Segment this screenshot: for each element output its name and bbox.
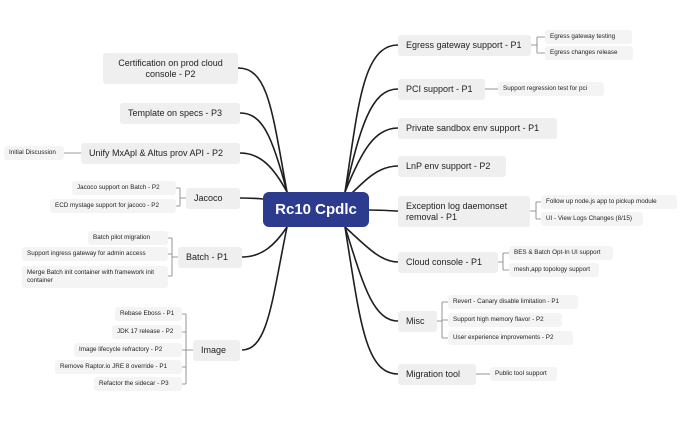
leaf-user-experience[interactable]: User experience improvements - P2 — [448, 331, 573, 345]
leaf-pci-regression[interactable]: Support regression test for pci — [498, 82, 604, 96]
leaf-ui-view-logs[interactable]: UI - View Logs Changes (8/15) — [541, 212, 643, 226]
leaf-high-memory[interactable]: Support high memory flavor - P2 — [448, 313, 562, 327]
node-exception-log[interactable]: Exception log daemonset removal - P1 — [398, 196, 530, 227]
node-egress-gateway[interactable]: Egress gateway support - P1 — [398, 35, 531, 56]
link-batch — [241, 226, 288, 258]
leaf-rebase-eboss[interactable]: Rebase Eboss - P1 — [115, 307, 182, 321]
node-unify-api[interactable]: Unify MxApl & Altus prov API - P2 — [81, 143, 240, 164]
node-batch[interactable]: Batch - P1 — [178, 247, 242, 268]
link-sandbox — [344, 127, 399, 193]
link-unify — [239, 152, 288, 193]
leaf-jdk17[interactable]: JDK 17 release - P2 — [112, 325, 182, 339]
node-jacoco[interactable]: Jacoco — [186, 188, 240, 209]
node-cloud-console[interactable]: Cloud console - P1 — [398, 252, 498, 273]
leaf-egress-testing[interactable]: Egress gateway testing — [545, 30, 632, 44]
leaf-follow-up-nodejs[interactable]: Follow up node.js app to pickup module — [541, 195, 677, 209]
link-exception — [368, 209, 399, 212]
leaf-remove-raptor[interactable]: Remove Raptor.io JRE 8 override - P1 — [55, 360, 182, 374]
node-private-sandbox[interactable]: Private sandbox env support - P1 — [398, 118, 557, 139]
node-misc[interactable]: Misc — [398, 311, 437, 332]
node-certification[interactable]: Certification on prod cloud console - P2 — [103, 53, 238, 84]
link-image — [241, 226, 288, 351]
node-template-specs[interactable]: Template on specs - P3 — [120, 103, 240, 124]
leaf-batch-pilot[interactable]: Batch pilot migration — [88, 231, 168, 245]
leaf-egress-release[interactable]: Egress changes release — [545, 46, 633, 60]
leaf-mesh-app-topology[interactable]: mesh,app topology support — [509, 263, 599, 277]
link-migration — [344, 226, 399, 375]
node-migration-tool[interactable]: Migration tool — [398, 364, 476, 385]
leaf-image-lifecycle[interactable]: Image lifecycle refractory - P2 — [74, 343, 182, 357]
leaf-ecd-mystage[interactable]: ECD mystage support for jacoco - P2 — [50, 199, 176, 213]
leaf-jacoco-batch[interactable]: Jacoco support on Batch - P2 — [72, 181, 176, 195]
leaf-bes-batch-optin[interactable]: BES & Batch Opt-In UI support — [509, 246, 613, 260]
link-certification — [237, 67, 288, 193]
node-image[interactable]: Image — [193, 340, 240, 361]
leaf-merge-batch-init[interactable]: Merge Batch init container with framewor… — [22, 266, 168, 288]
link-misc — [344, 226, 399, 322]
leaf-ingress-gateway[interactable]: Support ingress gateway for admin access — [22, 247, 168, 261]
link-cloud-console — [344, 226, 399, 263]
link-pci — [344, 88, 399, 193]
leaf-refactor-sidecar[interactable]: Refactor the sidecar - P3 — [94, 377, 182, 391]
leaf-revert-canary[interactable]: Revert - Canary disable limitation - P1 — [448, 295, 578, 309]
node-lnp-env[interactable]: LnP env support - P2 — [398, 156, 506, 177]
link-egress — [344, 44, 399, 193]
leaf-initial-discussion[interactable]: Initial Discussion — [4, 146, 64, 160]
root-node[interactable]: Rc10 Cpdlc — [263, 192, 369, 227]
link-template — [239, 112, 288, 193]
link-jacoco — [239, 197, 264, 200]
leaf-public-tool[interactable]: Public tool support — [490, 367, 557, 381]
node-pci-support[interactable]: PCI support - P1 — [398, 79, 485, 100]
